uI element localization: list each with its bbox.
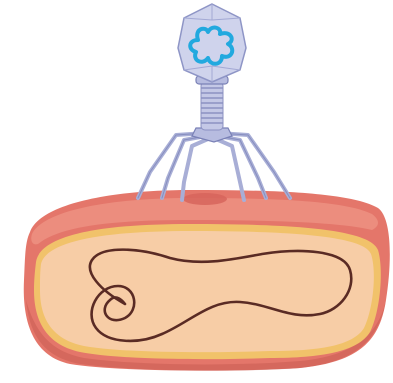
tail-fibers (138, 133, 290, 200)
tail-sheath (201, 82, 223, 130)
attachment-site (183, 193, 227, 205)
bacteriophage (138, 4, 290, 200)
cytoplasm (40, 231, 374, 352)
capsid-head (178, 4, 246, 82)
bacterium-cell (24, 190, 390, 371)
